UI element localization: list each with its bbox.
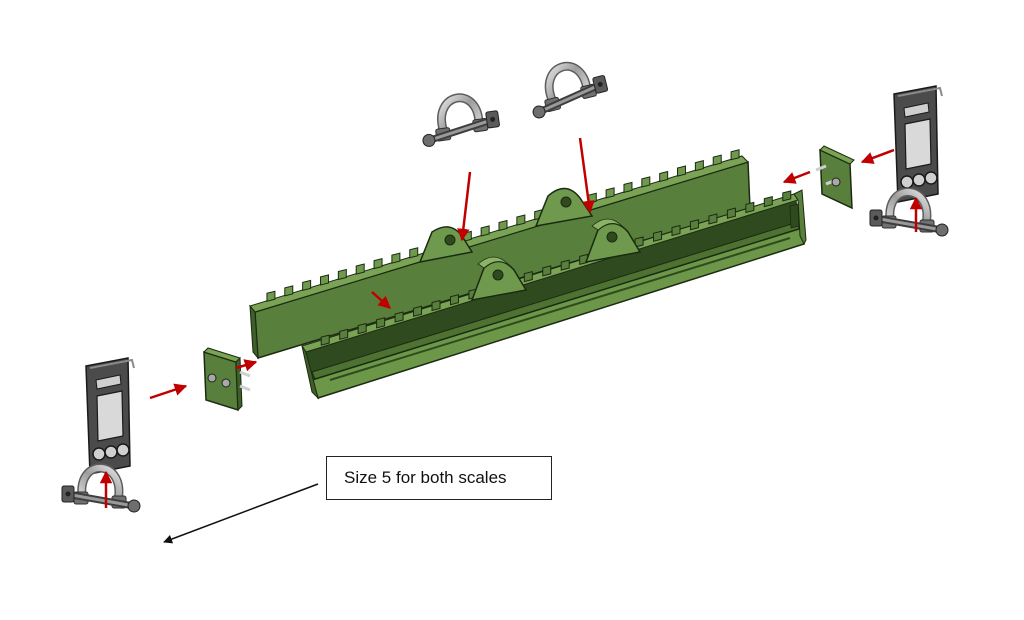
lifting-lug	[470, 256, 528, 301]
beam-tooth	[498, 219, 508, 232]
beam-tooth	[763, 196, 773, 208]
lifting-lug	[584, 218, 642, 263]
beam-tooth	[337, 268, 347, 281]
left-end-cap	[203, 347, 251, 412]
arrow-top-shackle-right	[578, 137, 595, 214]
arrow-top-shackle-left	[457, 171, 472, 242]
lifting-lug	[534, 187, 594, 227]
beam-tooth	[659, 170, 669, 183]
beam-tooth	[542, 265, 552, 277]
beam-tooth	[605, 187, 615, 199]
beam-tooth	[320, 334, 330, 346]
beam-tooth	[376, 317, 386, 329]
beam-tooth	[634, 236, 644, 248]
arrow-inner-beam	[371, 291, 391, 309]
beam-tooth	[671, 224, 681, 237]
side-shackle	[62, 468, 140, 512]
beam-tooth	[373, 257, 383, 270]
beam-tooth	[726, 207, 736, 219]
beam-tooth	[730, 149, 740, 161]
beam-tooth	[653, 230, 663, 242]
assembly-arrows	[99, 137, 923, 508]
beam-tooth	[516, 214, 526, 226]
beam-tooth	[302, 279, 312, 292]
beam-tooth	[284, 285, 294, 297]
left-scale-link	[85, 357, 135, 475]
beam-tooth	[409, 247, 419, 259]
beam-tooth	[339, 328, 349, 340]
callout-box: Size 5 for both scales	[326, 456, 552, 500]
beam-tooth	[677, 165, 687, 177]
beam-tooth	[523, 271, 533, 283]
top-shackle	[524, 58, 610, 120]
arrow-left-cap-to-beam	[235, 359, 258, 372]
beam-tooth	[355, 263, 365, 275]
beam-tooth	[480, 225, 490, 237]
beam-tooth	[319, 274, 329, 286]
beam-tooth	[708, 213, 718, 225]
beam-tooth	[357, 322, 367, 335]
beam-tooth	[413, 305, 423, 317]
arrow-right-cap-to-beam	[782, 170, 811, 184]
beam-tooth	[560, 259, 570, 271]
beam-tooth	[694, 159, 704, 172]
beam-tooth	[782, 190, 792, 202]
top-shackle	[418, 93, 501, 148]
beam-tooth	[431, 299, 441, 312]
beam-tooth	[391, 252, 401, 264]
beam-tooth	[449, 294, 459, 306]
beam-tooth	[641, 176, 651, 188]
arrow-left-link-to-cap	[149, 383, 188, 400]
beam-tooth	[712, 154, 722, 166]
right-end-cap	[815, 145, 855, 210]
callout-leader-arrow	[163, 483, 319, 544]
callout-text: Size 5 for both scales	[344, 468, 507, 487]
beam-tooth	[689, 219, 699, 231]
beam-tooth	[623, 181, 633, 194]
arrow-right-link-to-cap	[860, 148, 895, 164]
right-scale-link	[893, 85, 943, 203]
beam-tooth	[266, 290, 276, 302]
beam-tooth	[745, 201, 755, 214]
beam-tooth	[394, 311, 404, 323]
